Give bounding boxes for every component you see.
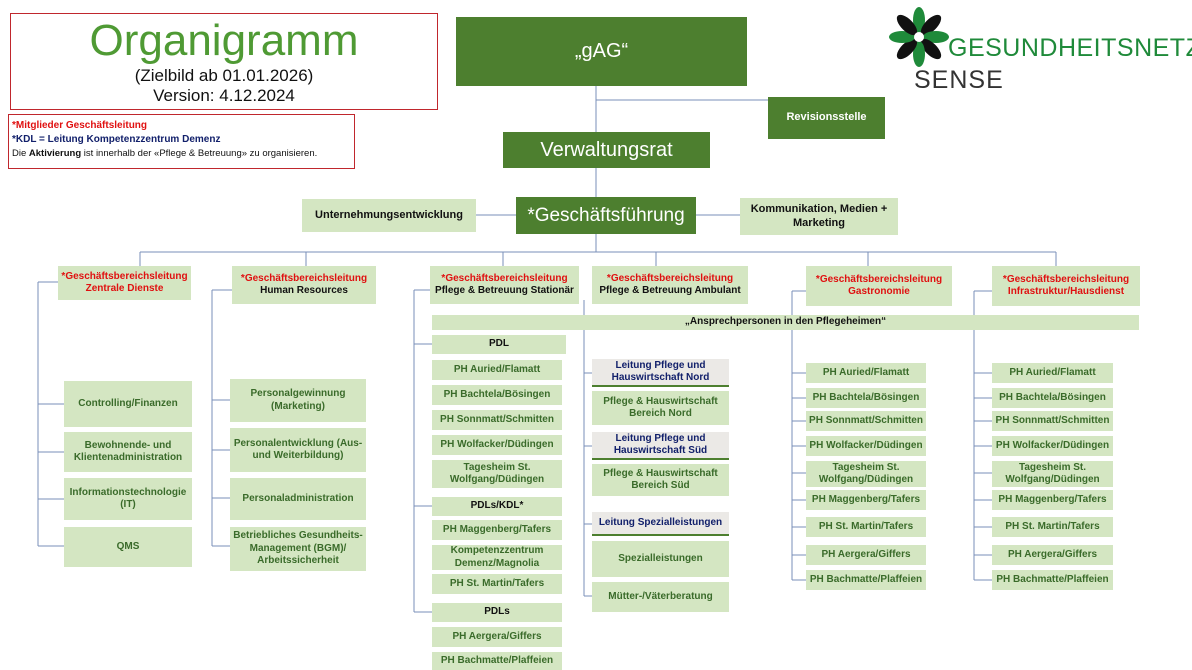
logo-text-main: GESUNDHEITSNETZ xyxy=(948,34,1192,62)
legend-kdl-note: *KDL = Leitung Kompetenzzentrum Demenz xyxy=(12,134,221,145)
infra-item: PH Wolfacker/Düdingen xyxy=(992,436,1113,456)
page-subtitle: (Zielbild ab 01.01.2026) xyxy=(134,66,314,85)
ambulant-sued-item: Pflege & Hauswirtschaft Bereich Süd xyxy=(592,464,729,496)
ambulant-nord-item: Pflege & Hauswirtschaft Bereich Nord xyxy=(592,391,729,425)
hr-item: Personaladministration xyxy=(230,478,366,520)
stationaer-pdls-kdl-header: PDLs/KDL* xyxy=(432,497,562,516)
legend-gl-note: *Mitglieder Geschäftsleitung xyxy=(12,120,148,131)
hr-item: Betriebliches Gesundheits-Management (BG… xyxy=(230,527,366,571)
stationaer-pdl-item: PH Bachtela/Bösingen xyxy=(432,385,562,405)
flower-icon xyxy=(889,7,949,67)
ambulant-spez-item: Spezialleistungen xyxy=(592,541,729,577)
legend-box: *Mitglieder Geschäftsleitung *KDL = Leit… xyxy=(8,114,355,169)
infra-item: PH Aergera/Giffers xyxy=(992,545,1113,565)
gastro-item: PH Bachtela/Bösingen xyxy=(806,388,926,408)
verwaltungsrat-box: Verwaltungsrat xyxy=(503,132,710,168)
stationaer-pdls-header: PDLs xyxy=(432,603,562,622)
stationaer-kdl-item: PH St. Martin/Tafers xyxy=(432,574,562,594)
infra-item: Tagesheim St. Wolfgang/Düdingen xyxy=(992,461,1113,487)
ambulant-muetter-item: Mütter-/Väterberatung xyxy=(592,582,729,612)
title-box: Organigramm (Zielbild ab 01.01.2026) Ver… xyxy=(10,13,438,110)
hr-item: Personalgewinnung (Marketing) xyxy=(230,379,366,422)
stationaer-pdl-item: PH Auried/Flamatt xyxy=(432,360,562,380)
infra-item: PH Maggenberg/Tafers xyxy=(992,490,1113,510)
gastro-item: PH Maggenberg/Tafers xyxy=(806,490,926,510)
stationaer-pdls-item: PH Aergera/Giffers xyxy=(432,627,562,647)
unternehmungsentwicklung-box: Unternehmungsentwicklung xyxy=(302,199,476,232)
ambulant-spez-lead: Leitung Spezialleistungen xyxy=(592,512,729,536)
page-title: Organigramm xyxy=(89,16,359,65)
logo: GESUNDHEITSNETZ SENSE xyxy=(888,6,1192,96)
gag-box: „gAG“ xyxy=(456,17,747,86)
kommunikation-box: Kommunikation, Medien + Marketing xyxy=(740,198,898,235)
stationaer-pdl-item: PH Sonnmatt/Schmitten xyxy=(432,410,562,430)
page-version: Version: 4.12.2024 xyxy=(153,86,295,105)
stationaer-pdl-item: Tagesheim St. Wolfgang/Düdingen xyxy=(432,460,562,488)
stationaer-pdls-item: PH Bachmatte/Plaffeien xyxy=(432,652,562,670)
stationaer-pdl-item: PH Wolfacker/Düdingen xyxy=(432,435,562,455)
legend-aktivierung-note: Die Aktivierung ist innerhalb der «Pfleg… xyxy=(12,148,318,159)
zentrale-item: Controlling/Finanzen xyxy=(64,381,192,427)
zentrale-item: Informationstechnologie (IT) xyxy=(64,478,192,520)
ambulant-nord-lead: Leitung Pflege und Hauswirtschaft Nord xyxy=(592,359,729,387)
ansprechpersonen-banner: „Ansprechpersonen in den Pflegeheimen“ xyxy=(432,315,1139,330)
stationaer-pdl-header: PDL xyxy=(432,335,566,354)
gastro-item: PH St. Martin/Tafers xyxy=(806,517,926,537)
logo-text-sub: SENSE xyxy=(914,66,1004,94)
infra-item: PH Sonnmatt/Schmitten xyxy=(992,411,1113,431)
gastro-item: PH Aergera/Giffers xyxy=(806,545,926,565)
stationaer-kdl-item: Kompetenzzentrum Demenz/Magnolia xyxy=(432,545,562,570)
infra-item: PH Bachtela/Bösingen xyxy=(992,388,1113,408)
revisionsstelle-box: Revisionsstelle xyxy=(768,97,885,139)
zentrale-item: Bewohnende- und Klientenadministration xyxy=(64,432,192,472)
infra-item: PH Auried/Flamatt xyxy=(992,363,1113,383)
gastro-item: PH Wolfacker/Düdingen xyxy=(806,436,926,456)
stationaer-kdl-item: PH Maggenberg/Tafers xyxy=(432,520,562,540)
gastro-item: PH Auried/Flamatt xyxy=(806,363,926,383)
infra-item: PH St. Martin/Tafers xyxy=(992,517,1113,537)
zentrale-item: QMS xyxy=(64,527,192,567)
geschaeftsfuehrung-box: *Geschäftsführung xyxy=(516,197,696,234)
ambulant-sued-lead: Leitung Pflege und Hauswirtschaft Süd xyxy=(592,432,729,460)
gastro-item: PH Bachmatte/Plaffeien xyxy=(806,570,926,590)
gastro-item: Tagesheim St. Wolfgang/Düdingen xyxy=(806,461,926,487)
infra-item: PH Bachmatte/Plaffeien xyxy=(992,570,1113,590)
gastro-item: PH Sonnmatt/Schmitten xyxy=(806,411,926,431)
hr-item: Personalentwicklung (Aus- und Weiterbild… xyxy=(230,428,366,472)
